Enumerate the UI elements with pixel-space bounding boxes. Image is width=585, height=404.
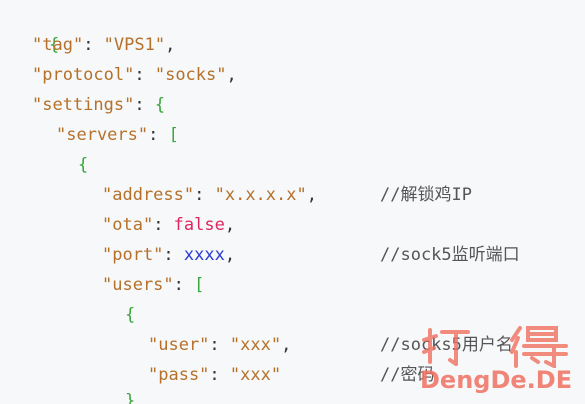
colon: : <box>134 65 155 85</box>
code-comment: //sock5监听端口 <box>380 245 520 265</box>
open-brace: { <box>78 155 89 175</box>
comma: , <box>224 245 236 265</box>
json-key: "user" <box>148 335 210 355</box>
json-string: "xxx" <box>229 365 282 385</box>
code-line: } <box>125 386 135 404</box>
open-brace: { <box>154 95 166 115</box>
colon: : <box>83 35 104 55</box>
comma: , <box>226 65 237 85</box>
colon: : <box>209 335 230 355</box>
json-key: "servers" <box>56 125 149 145</box>
code-comment: //密码 <box>380 365 435 385</box>
code-line: "tag": "VPS1", <box>32 30 175 60</box>
json-key: "settings" <box>32 95 135 115</box>
colon: : <box>163 245 184 265</box>
code-line: "users": [ <box>102 270 204 300</box>
code-line: "servers": [ <box>56 120 179 150</box>
code-comment: //解锁鸡IP <box>380 185 472 205</box>
code-comment: //socks5用户名 <box>380 335 513 355</box>
code-line: { <box>8 0 59 55</box>
json-key: "address" <box>102 185 195 205</box>
code-line: "settings": { <box>32 90 165 120</box>
colon: : <box>194 185 215 205</box>
code-line: "ota": false, <box>102 210 235 240</box>
code-line: "protocol": "socks", <box>32 60 237 90</box>
code-line: { <box>125 300 135 330</box>
json-key: "port" <box>102 245 164 265</box>
code-line: "pass": "xxx" <box>148 360 281 390</box>
json-key: "users" <box>102 275 174 295</box>
open-brace: { <box>48 35 60 55</box>
open-brace: { <box>125 305 136 325</box>
code-line: "address": "x.x.x.x", <box>102 180 317 210</box>
json-string: "socks" <box>154 65 227 85</box>
json-number: xxxx <box>183 245 225 265</box>
open-bracket: [ <box>168 125 179 145</box>
colon: : <box>153 215 174 235</box>
json-key: "ota" <box>102 215 154 235</box>
code-line: "port": xxxx, <box>102 240 235 270</box>
close-brace: } <box>125 391 136 404</box>
code-line: { <box>78 150 88 180</box>
json-string: "VPS1" <box>103 35 166 55</box>
comma: , <box>281 335 292 355</box>
colon: : <box>148 125 169 145</box>
colon: : <box>209 365 230 385</box>
json-key: "protocol" <box>32 65 135 85</box>
colon: : <box>173 275 195 295</box>
json-key: "tag" <box>32 35 84 55</box>
json-boolean: false <box>173 215 225 235</box>
colon: : <box>134 95 155 115</box>
comma: , <box>224 215 236 235</box>
json-string: "x.x.x.x" <box>214 185 307 205</box>
comma: , <box>306 185 317 205</box>
comma: , <box>165 35 176 55</box>
json-string: "xxx" <box>229 335 282 355</box>
watermark-text: DengDe.DE <box>420 366 573 394</box>
code-line: "user": "xxx", <box>148 330 291 360</box>
json-key: "pass" <box>148 365 210 385</box>
open-bracket: [ <box>194 275 205 295</box>
